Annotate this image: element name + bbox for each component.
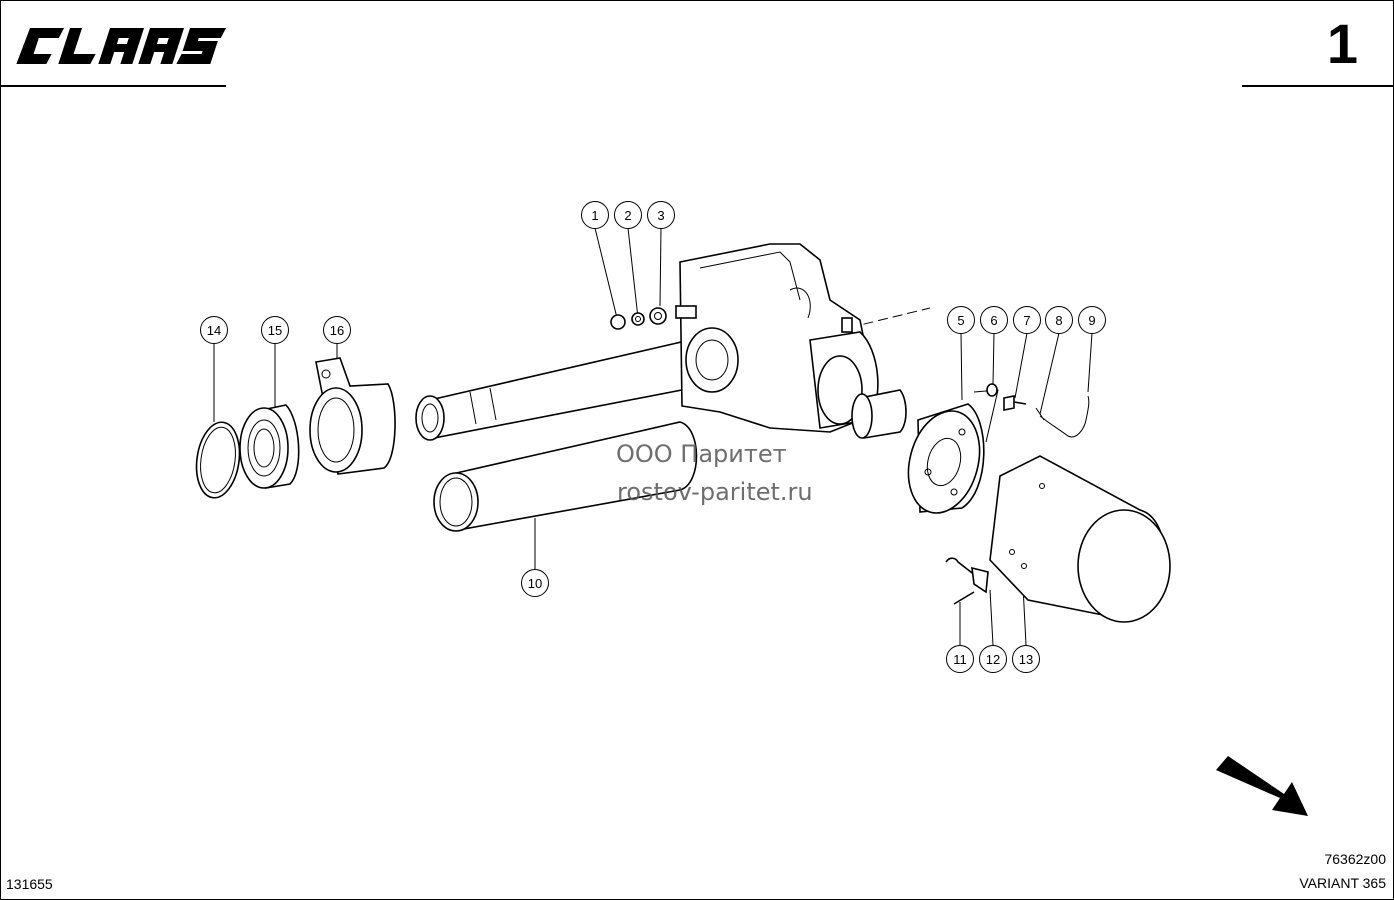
callout-14: 14 (200, 316, 228, 344)
page-number: 1 (1326, 12, 1358, 75)
flange-part-5 (907, 389, 999, 514)
callout-3: 3 (647, 201, 675, 229)
leader-lines (213, 227, 1093, 646)
header-rule-right (1242, 85, 1394, 87)
callout-12: 12 (979, 645, 1007, 673)
callout-1: 1 (581, 201, 609, 229)
nut-washer-parts-1-3 (610, 307, 667, 330)
claas-logo (16, 28, 227, 64)
callout-16: 16 (323, 316, 351, 344)
callout-5: 5 (947, 306, 975, 334)
guard-tube-part-13 (989, 455, 1171, 623)
gearbox-housing (675, 243, 907, 439)
circlip-part-14 (195, 421, 241, 499)
callout-10: 10 (521, 569, 549, 597)
document-id: 131655 (6, 876, 53, 892)
callout-13: 13 (1012, 645, 1040, 673)
bearing-part-15 (239, 404, 300, 489)
chain-parts-8-9 (1035, 395, 1090, 438)
washer-bolt-parts-6-7 (986, 383, 1027, 411)
watermark-company: ООО Паритет (616, 440, 787, 468)
drawing-reference: 76362z00 (1324, 851, 1386, 867)
splined-shaft (415, 339, 701, 441)
callout-2: 2 (614, 201, 642, 229)
callout-15: 15 (261, 316, 289, 344)
callout-9: 9 (1078, 306, 1106, 334)
bearing-housing-part-16 (309, 357, 396, 475)
tube-part-10 (433, 421, 698, 532)
callout-7: 7 (1013, 306, 1041, 334)
watermark-site: rostov-paritet.ru (617, 478, 813, 506)
callout-6: 6 (980, 306, 1008, 334)
callout-11: 11 (946, 645, 974, 673)
header-rule-left (0, 85, 226, 87)
callout-8: 8 (1045, 306, 1073, 334)
direction-arrow (1216, 756, 1308, 816)
model-name: VARIANT 365 (1299, 875, 1386, 891)
pin-parts-11-12 (945, 557, 989, 605)
